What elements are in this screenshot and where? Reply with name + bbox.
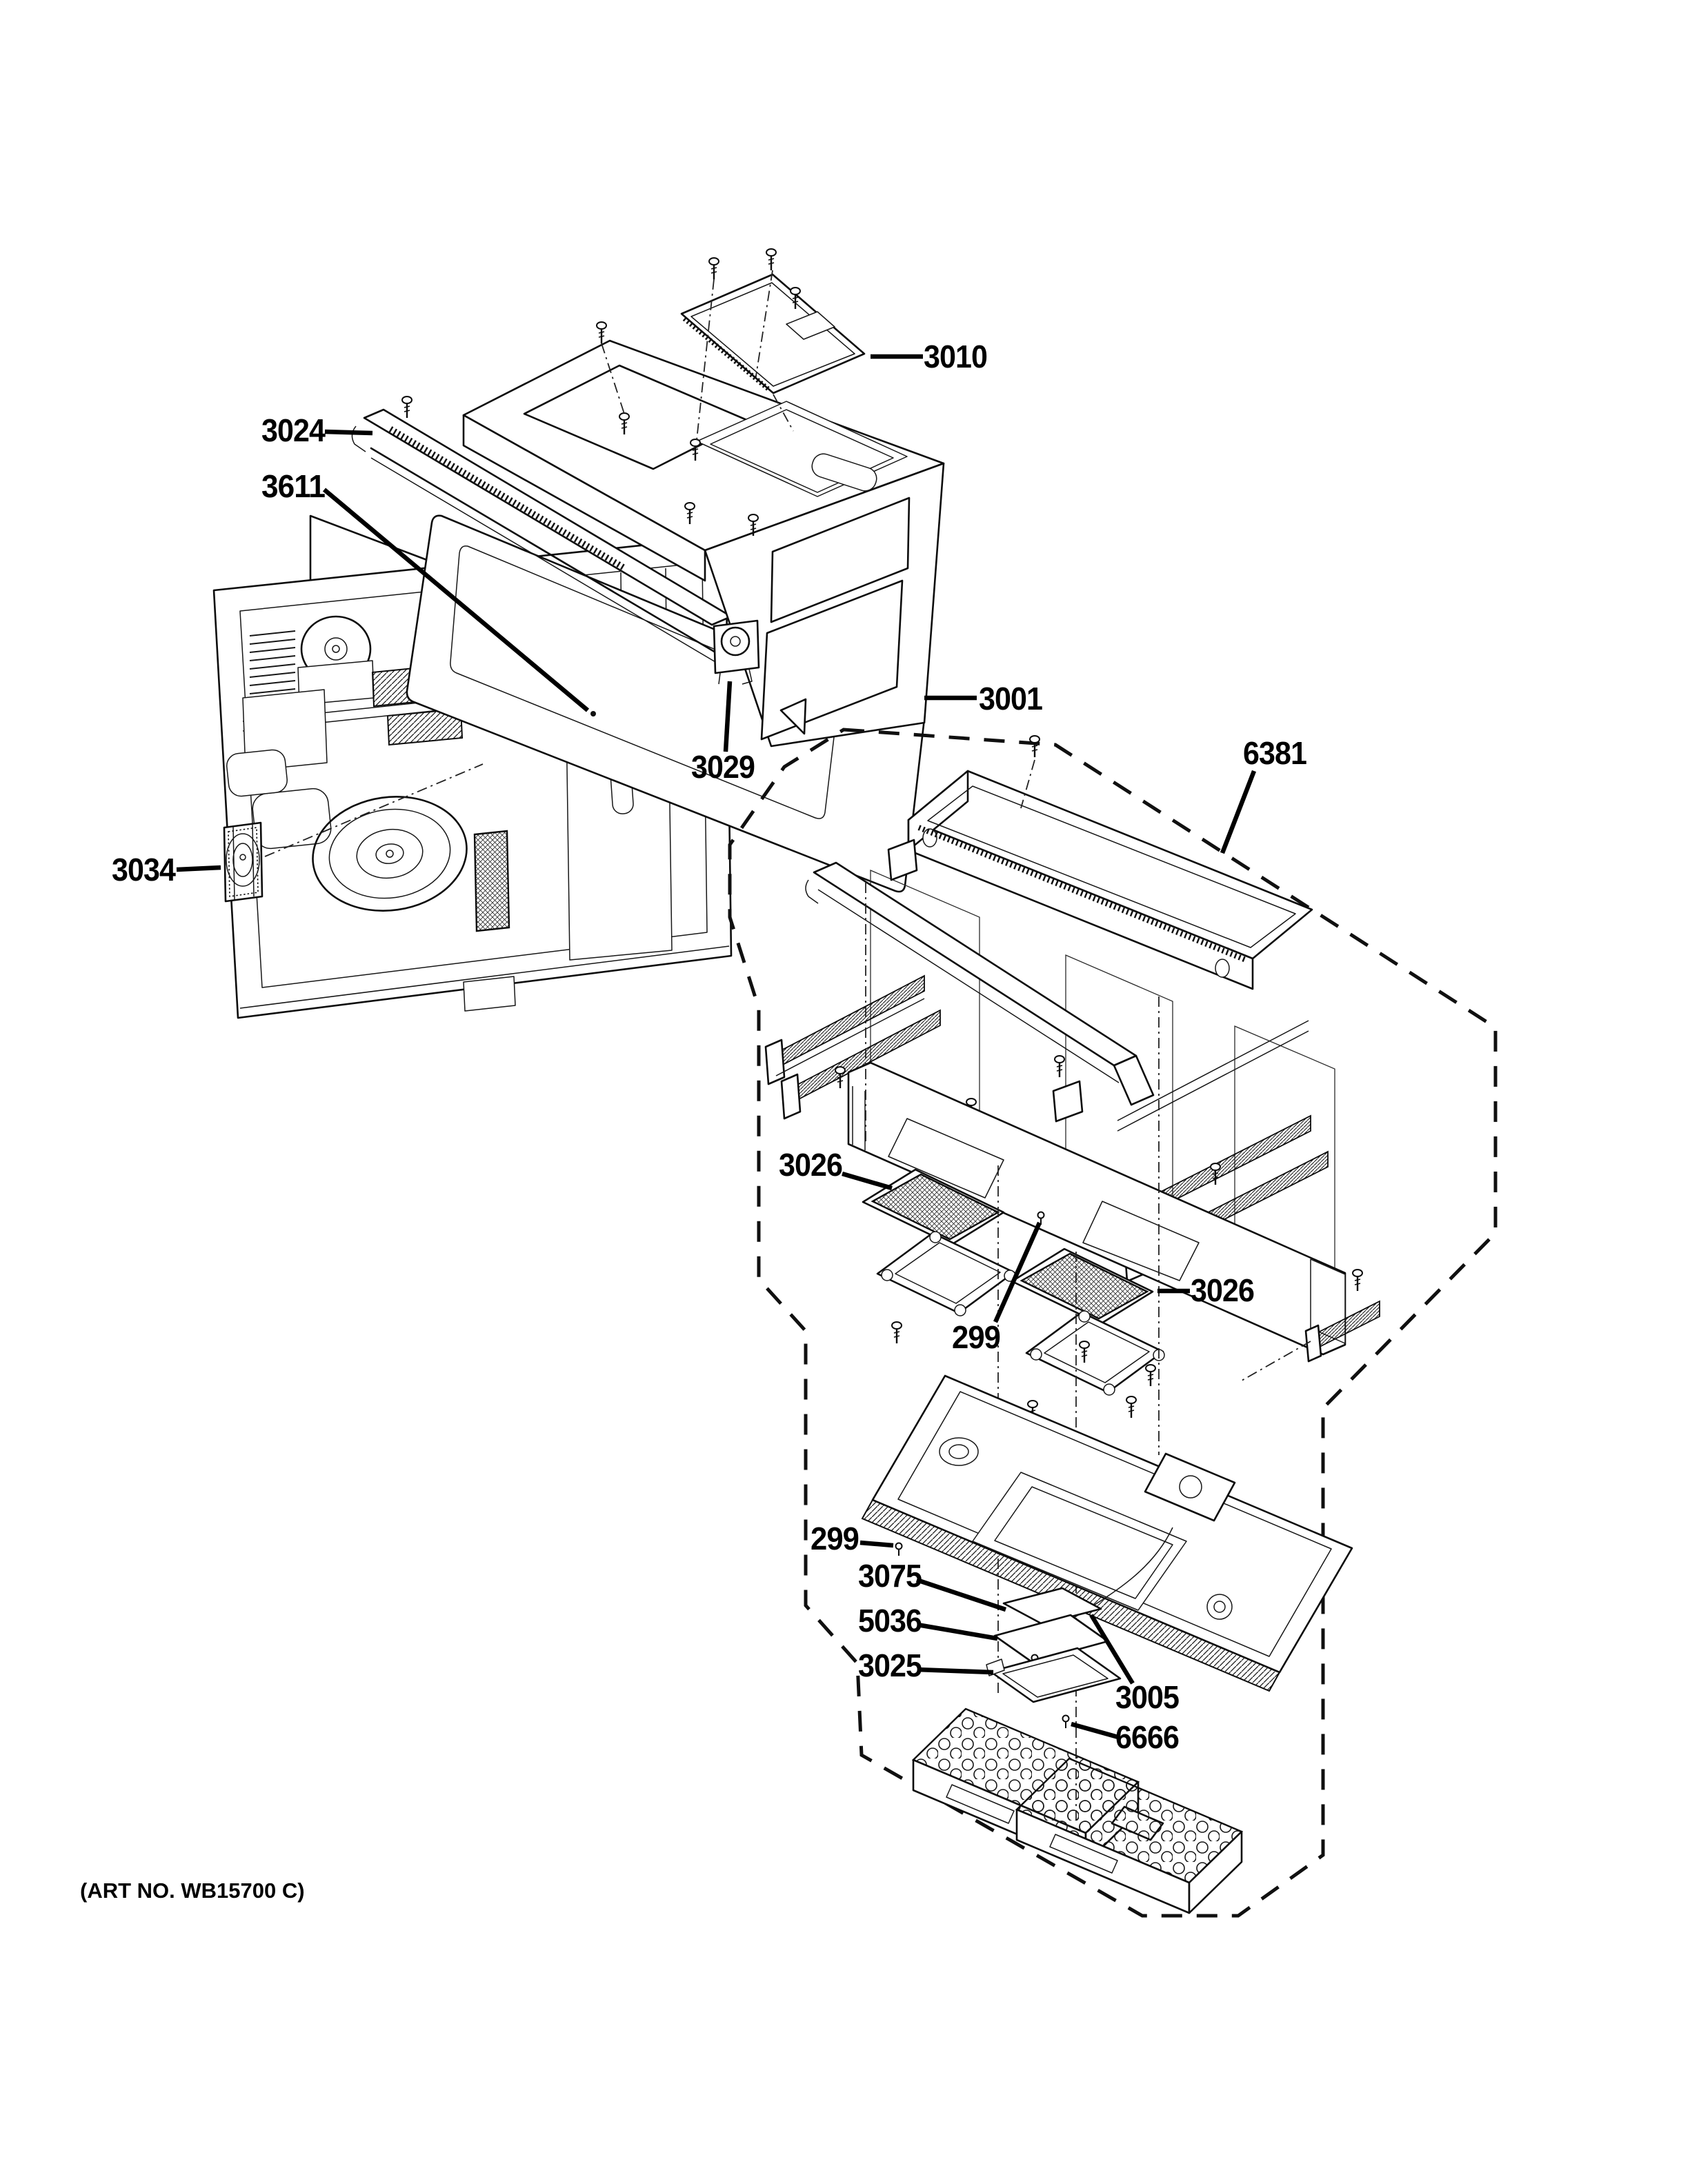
callouts: 3010 3024 3611 3001 3029 6381 3034 3026 (112, 339, 1307, 1755)
callout-6381: 6381 (1220, 735, 1307, 854)
latch-clip (887, 839, 918, 881)
callout-3005: 3005 (1089, 1614, 1180, 1715)
bottom-plate-assembly-3005 (861, 1340, 1353, 1692)
small-rail-piece (1241, 1268, 1380, 1381)
gasket-frame-3025 (986, 1647, 1122, 1703)
vent-cover-slab (907, 770, 1313, 990)
case-window-lower (760, 579, 904, 741)
top-cover-plate-3010 (680, 273, 866, 394)
screw-299-low (895, 1542, 903, 1556)
door-screen-mesh (473, 830, 510, 932)
callout-3026-left: 3026 (779, 1147, 893, 1191)
vent-duct-beam (805, 861, 1155, 1106)
callout-3075: 3075 (858, 1558, 1007, 1612)
damper-part-3029 (713, 619, 760, 685)
turntable-rings (312, 796, 468, 912)
grease-filter-right-3026 (1011, 1248, 1165, 1423)
callout-3024-label: 3024 (261, 412, 326, 448)
callout-3026-right-label: 3026 (1191, 1272, 1254, 1308)
screw-6666 (1062, 1714, 1070, 1729)
callout-3025: 3025 (858, 1647, 994, 1683)
callout-5036: 5036 (858, 1603, 998, 1641)
callout-3611: 3611 (261, 468, 590, 712)
charcoal-tray-right (1015, 1757, 1244, 1914)
screw (1028, 734, 1041, 759)
callout-3034-label: 3034 (112, 852, 176, 888)
case-window-upper (770, 497, 911, 623)
callout-3075-label: 3075 (858, 1558, 922, 1594)
callout-6666-label: 6666 (1115, 1719, 1179, 1755)
callout-6666: 6666 (1071, 1719, 1180, 1755)
callout-299-low: 299 (811, 1521, 894, 1556)
callout-5036-label: 5036 (858, 1603, 922, 1639)
callout-3001-label: 3001 (979, 681, 1042, 717)
support-panel-3611 (406, 514, 925, 893)
art-number-note: (ART NO. WB15700 C) (80, 1879, 305, 1903)
callout-299-low-label: 299 (811, 1521, 859, 1556)
insulation-sheet-3075 (1002, 1587, 1102, 1625)
callout-3005-label: 3005 (1115, 1679, 1179, 1715)
callout-3034: 3034 (112, 852, 221, 888)
callout-3029: 3029 (691, 681, 755, 785)
callout-3024: 3024 (261, 412, 373, 448)
filter-mount-frame (847, 1061, 1346, 1356)
callout-3029-label: 3029 (691, 749, 755, 785)
callout-3010: 3010 (871, 339, 988, 374)
cavity-side-louvers (249, 630, 296, 694)
callout-3026-right: 3026 (1157, 1272, 1255, 1308)
callout-3025-label: 3025 (858, 1647, 922, 1683)
callout-299-mid: 299 (952, 1221, 1042, 1355)
callout-3010-label: 3010 (924, 339, 987, 374)
cavity-bowl (252, 788, 332, 850)
callout-299-mid-label: 299 (952, 1319, 1000, 1355)
cavity-bowl-2 (226, 749, 288, 797)
callout-6381-label: 6381 (1243, 735, 1306, 771)
waveguide-cover-3034 (223, 821, 264, 903)
outer-case-3001 (462, 339, 945, 748)
projection-line-3034 (264, 763, 484, 857)
callout-3001: 3001 (924, 681, 1043, 717)
callout-3026-left-label: 3026 (779, 1147, 842, 1183)
vent-grille-bar-3024 (351, 408, 733, 665)
grease-filter-left-3026 (862, 1168, 1016, 1345)
callout-3611-label: 3611 (261, 468, 325, 504)
